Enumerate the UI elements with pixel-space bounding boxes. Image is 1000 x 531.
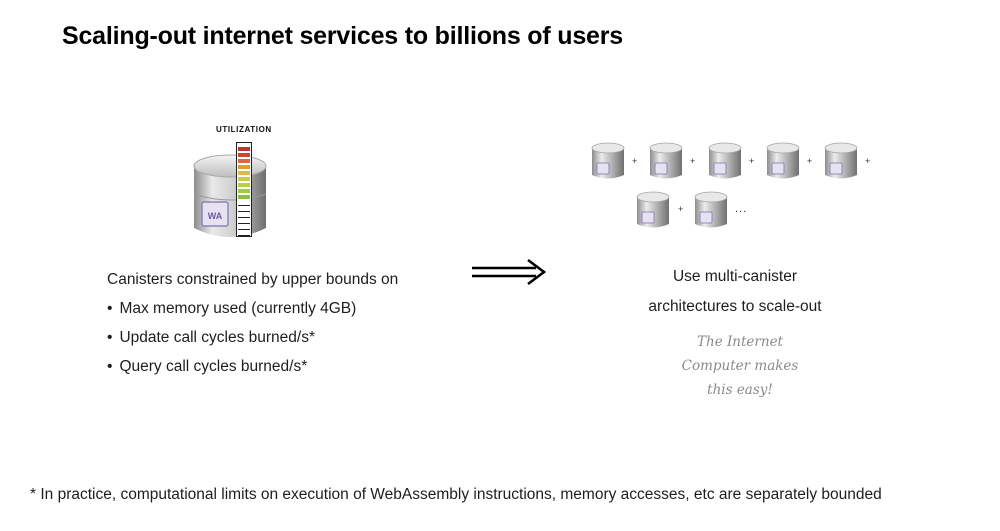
footnote: * In practice, computational limits on e… [30, 486, 882, 503]
plus-sign: + [865, 156, 871, 166]
constraints-intro: Canisters constrained by upper bounds on [107, 271, 399, 288]
canister-icon [823, 141, 859, 181]
canister-icon: WA [190, 150, 270, 242]
meter-segment [238, 183, 250, 187]
plus-sign: + [678, 204, 684, 214]
meter-segment [238, 219, 250, 224]
scale-out-text: Use multi-canister architectures to scal… [600, 262, 870, 322]
list-item: Query call cycles burned/s* [107, 352, 398, 381]
slide-title: Scaling-out internet services to billion… [62, 22, 623, 50]
scale-out-line-2: architectures to scale-out [648, 298, 822, 315]
canister-icon [765, 141, 801, 181]
ellipsis: ... [735, 203, 748, 215]
meter-segment [238, 177, 250, 181]
plus-sign: + [749, 156, 755, 166]
meter-segment [238, 213, 250, 218]
double-arrow-icon [470, 257, 548, 287]
handwritten-note: The Internet Computer makes this easy! [660, 330, 820, 402]
note-line-3: this easy! [707, 382, 773, 398]
meter-segment [238, 201, 250, 206]
canister-icon [648, 141, 684, 181]
canister-icon [635, 190, 671, 230]
canister-icon [707, 141, 743, 181]
meter-segment [238, 189, 250, 193]
meter-segment [238, 153, 250, 157]
list-item: Max memory used (currently 4GB) [107, 294, 398, 323]
meter-segment [238, 159, 250, 163]
meter-segment [238, 165, 250, 169]
meter-segment [238, 231, 250, 236]
meter-segment [238, 225, 250, 230]
meter-segment [238, 195, 250, 199]
plus-sign: + [690, 156, 696, 166]
note-line-1: The Internet [697, 334, 783, 350]
utilization-meter [236, 142, 252, 237]
meter-segment [238, 207, 250, 212]
note-line-2: Computer makes [681, 358, 799, 374]
plus-sign: + [807, 156, 813, 166]
canister-icon [693, 190, 729, 230]
canister-icon [590, 141, 626, 181]
plus-sign: + [632, 156, 638, 166]
webassembly-logo-text: WA [208, 211, 223, 221]
scale-out-line-1: Use multi-canister [672, 268, 798, 285]
meter-segment [238, 171, 250, 175]
utilization-label: UTILIZATION [216, 125, 272, 134]
meter-segment [238, 147, 250, 151]
list-item: Update call cycles burned/s* [107, 323, 398, 352]
constraints-list: Canisters constrained by upper bounds on… [107, 265, 398, 381]
